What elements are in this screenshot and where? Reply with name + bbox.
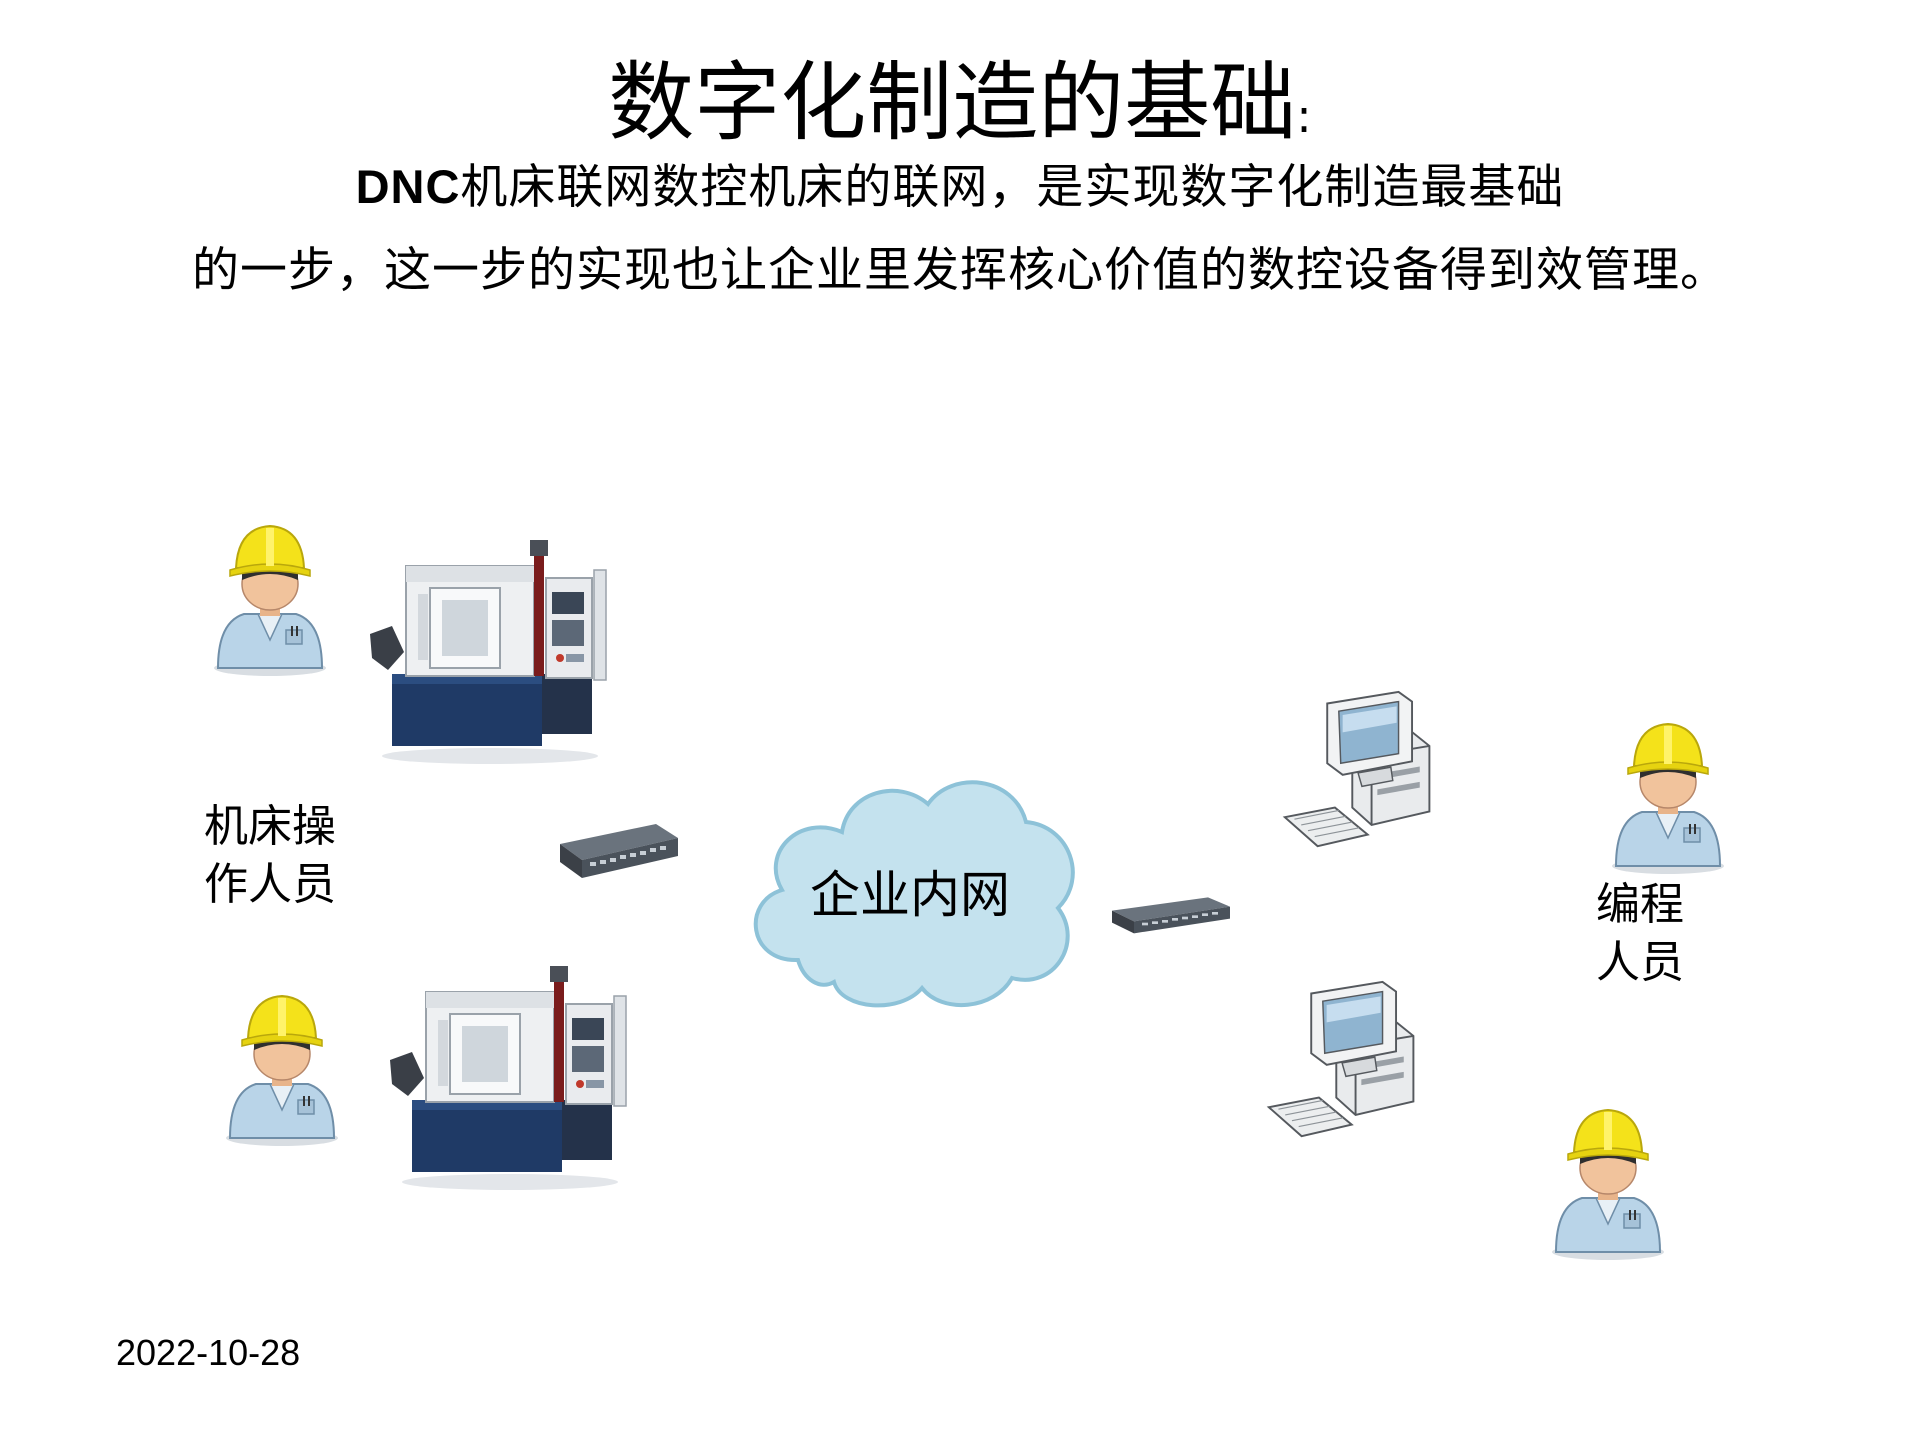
worker-icon [225,995,339,1147]
cloud-icon [753,780,1075,1008]
subtitle-line-2: 的一步，这一步的实现也让企业里发挥核心价值的数控设备得到效管理。 [192,243,1728,298]
worker-icon [213,525,327,677]
page-title: 数字化制造的基础: [0,48,1920,171]
worker-icon [1551,1109,1665,1261]
cnc-machine-icon [389,965,627,1191]
network-switch-icon [1112,897,1230,934]
subtitle-dnc: DNC [355,160,461,213]
desktop-computer-icon [1267,980,1415,1138]
programmer-label: 编程 人员 [1570,876,1710,992]
cnc-machine-icon [369,539,607,765]
operator-label: 机床操 作人员 [180,798,360,914]
operator-label-line-1: 机床操 [204,801,336,852]
operator-label-line-2: 作人员 [204,859,336,910]
page-title-text: 数字化制造的基础 [608,53,1297,153]
programmer-label-line-1: 编程 [1596,879,1684,930]
network-switch-icon [560,824,678,878]
page-title-colon: : [1296,89,1312,143]
subtitle-line-1-text: 机床联网数控机床的联网，是实现数字化制造最基础 [460,160,1565,215]
footer-date: 2022-10-28 [116,1332,301,1373]
cloud-label: 企业内网 [810,866,1010,924]
worker-icon [1611,723,1725,875]
subtitle-line-1: DNC机床联网数控机床的联网，是实现数字化制造最基础 [0,156,1920,219]
desktop-computer-icon [1283,690,1431,848]
programmer-label-line-2: 人员 [1596,937,1684,988]
